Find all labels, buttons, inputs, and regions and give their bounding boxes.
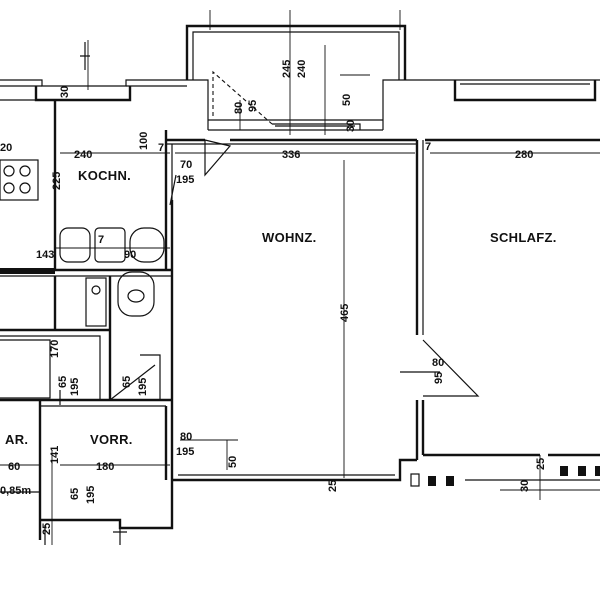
dim-label: 180 bbox=[96, 461, 114, 473]
axis-marker-icon bbox=[113, 520, 127, 545]
dim-label: 95 bbox=[247, 100, 259, 112]
door-swings bbox=[59, 139, 480, 405]
dim-label: 7 bbox=[98, 234, 104, 246]
washbasin-icon bbox=[85, 277, 107, 327]
dim-label: 195 bbox=[85, 486, 97, 504]
dim-label: 245 bbox=[281, 60, 293, 78]
dim-label: 465 bbox=[339, 304, 351, 322]
room-label-bedroom: SCHLAFZ. bbox=[490, 230, 557, 245]
windows bbox=[410, 466, 600, 487]
dim-label: 7 bbox=[158, 142, 164, 154]
dim-label: 195 bbox=[137, 378, 149, 396]
dim-label: 195 bbox=[176, 446, 194, 458]
dim-label: 50 bbox=[341, 94, 353, 106]
room-label-kitchen: KOCHN. bbox=[78, 168, 131, 183]
dim-label: 95 bbox=[433, 372, 445, 384]
dim-label: 143 bbox=[36, 249, 54, 261]
stove-icon bbox=[0, 159, 39, 201]
dim-label: 60 bbox=[8, 461, 20, 473]
dim-label: 100 bbox=[138, 132, 150, 150]
kitchen-fixtures bbox=[0, 159, 165, 263]
sink-icon bbox=[59, 227, 91, 263]
cabinet-icon bbox=[129, 227, 165, 263]
dim-label: 25 bbox=[327, 480, 339, 492]
door-swing-icon bbox=[204, 139, 232, 177]
dimension-markers bbox=[44, 42, 127, 545]
dim-label: 65 bbox=[69, 488, 81, 500]
dim-label: 170 bbox=[49, 340, 61, 358]
dim-label: 25 bbox=[535, 458, 547, 470]
dim-label: 195 bbox=[69, 378, 81, 396]
dim-label: 80 bbox=[180, 431, 192, 443]
dim-label: 225 bbox=[51, 172, 63, 190]
burner-icon bbox=[3, 165, 15, 177]
dim-label: 70 bbox=[180, 159, 192, 171]
room-label-living: WOHNZ. bbox=[262, 230, 317, 245]
dim-label: 30 bbox=[345, 120, 357, 132]
dim-label: 141 bbox=[49, 446, 61, 464]
fridge-icon bbox=[94, 227, 126, 263]
burner-icon bbox=[19, 165, 31, 177]
window-icon bbox=[410, 473, 420, 487]
dim-label: 80 bbox=[233, 102, 245, 114]
dim-label: 20 bbox=[0, 142, 12, 154]
balcony-walls bbox=[185, 24, 407, 131]
dim-label: 240 bbox=[296, 60, 308, 78]
dim-label: 80 bbox=[432, 357, 444, 369]
burner-icon bbox=[19, 182, 31, 194]
dim-label: 0,85m bbox=[0, 485, 31, 497]
dim-label: 50 bbox=[227, 456, 239, 468]
room-label-hall: VORR. bbox=[90, 432, 133, 447]
dim-label: 30 bbox=[519, 480, 531, 492]
dim-label: 240 bbox=[74, 149, 92, 161]
room-label-ar: AR. bbox=[5, 432, 28, 447]
dim-label: 65 bbox=[57, 376, 69, 388]
dim-label: 280 bbox=[515, 149, 533, 161]
interior-walls bbox=[0, 100, 600, 540]
dim-label: 65 bbox=[121, 376, 133, 388]
dim-label: 195 bbox=[176, 174, 194, 186]
exterior-walls bbox=[0, 79, 600, 102]
dim-label: 25 bbox=[41, 523, 53, 535]
burner-icon bbox=[3, 182, 15, 194]
dim-label: 336 bbox=[282, 149, 300, 161]
dim-label: 30 bbox=[59, 86, 71, 98]
toilet-icon bbox=[117, 271, 155, 317]
dimension-lines bbox=[0, 10, 600, 545]
dim-label: 90 bbox=[124, 249, 136, 261]
dim-label: 7 bbox=[425, 141, 431, 153]
bathroom-fixtures bbox=[0, 271, 155, 399]
